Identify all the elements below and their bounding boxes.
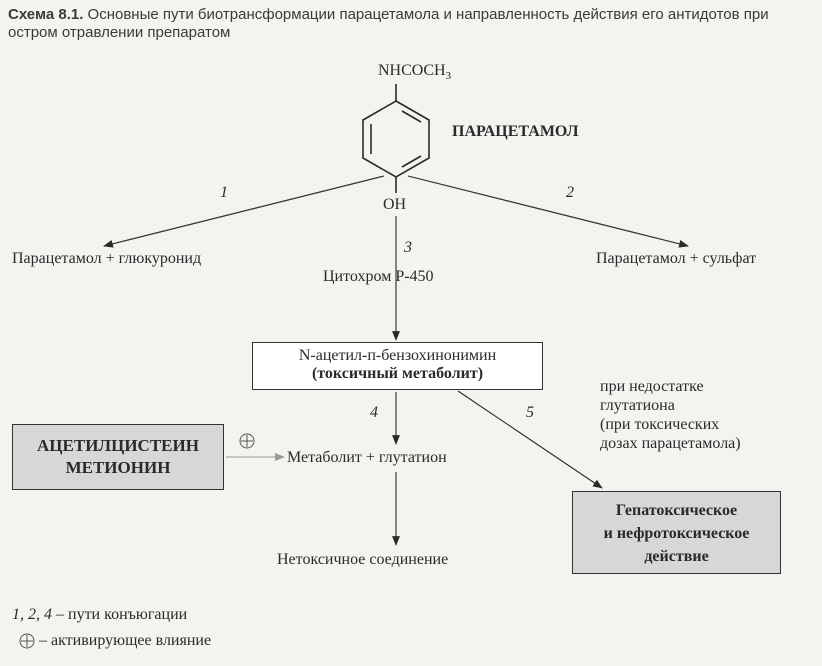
napqi-toxic-label: (токсичный метаболит) [311, 365, 484, 382]
arrow-pathway-1 [103, 175, 385, 248]
pathway-number-4: 4 [370, 404, 378, 421]
cytochrome-node: Цитохром Р-450 [323, 268, 434, 285]
sulfate-node: Парацетамол + сульфат [596, 250, 757, 267]
antidote-methionine: МЕТИОНИН [65, 458, 171, 477]
legend-conjugation-numbers: 1, 2, 4 [12, 606, 52, 623]
activation-symbol [239, 433, 255, 449]
legend-activation-symbol [19, 633, 35, 649]
caption-text: Основные пути биотрансформации парацетам… [8, 6, 769, 41]
napqi-box: N-ацетил-п-бензохинонимин (токсичный мет… [252, 342, 543, 390]
antidote-acetylcysteine: АЦЕТИЛЦИСТЕИН [37, 436, 199, 455]
pathway-number-1: 1 [220, 184, 228, 201]
nontoxic-node: Нетоксичное соединение [277, 551, 449, 568]
pathway-number-2: 2 [566, 184, 574, 201]
bottom-group-label: OH [383, 196, 407, 213]
arrow-pathway-2 [407, 175, 689, 248]
pathway-number-5: 5 [526, 404, 534, 421]
pathway-number-3: 3 [404, 239, 412, 256]
note-line-2: глутатиона [600, 397, 675, 414]
arrow-pathway-5 [457, 390, 603, 489]
toxic-effect-line-2: и нефротоксическое [603, 525, 750, 542]
legend-conjugation: 1, 2, 4 – пути конъюгации [12, 606, 187, 624]
note-line-4: дозах парацетамола) [600, 435, 741, 452]
top-group-label: NHCOCH3 [378, 62, 452, 83]
toxic-effect-line-3: действие [644, 548, 709, 565]
glutathione-node: Метаболит + глутатион [287, 449, 447, 466]
paracetamol-label: ПАРАЦЕТАМОЛ [452, 123, 579, 140]
glucuronide-node: Парацетамол + глюкуронид [12, 250, 202, 267]
note-line-1: при недостатке [600, 378, 704, 395]
toxic-effect-line-1: Гепатоксическое [615, 502, 738, 519]
legend-activation-text: – активирующее влияние [39, 632, 212, 649]
benzene-ring [362, 84, 430, 193]
caption-label: Схема 8.1. [8, 6, 84, 23]
legend-conjugation-text: – пути конъюгации [52, 606, 188, 623]
antidote-box: АЦЕТИЛЦИСТЕИН МЕТИОНИН [12, 424, 224, 490]
figure-caption: Схема 8.1. Основные пути биотрансформаци… [8, 6, 816, 42]
napqi-label: N-ацетил-п-бензохинонимин [298, 347, 497, 364]
note-line-3: (при токсических [600, 416, 720, 433]
glutathione-deficiency-note: при недостатке глутатиона (при токсическ… [600, 377, 741, 453]
toxic-effect-box: Гепатоксическое и нефротоксическое дейст… [572, 491, 781, 574]
